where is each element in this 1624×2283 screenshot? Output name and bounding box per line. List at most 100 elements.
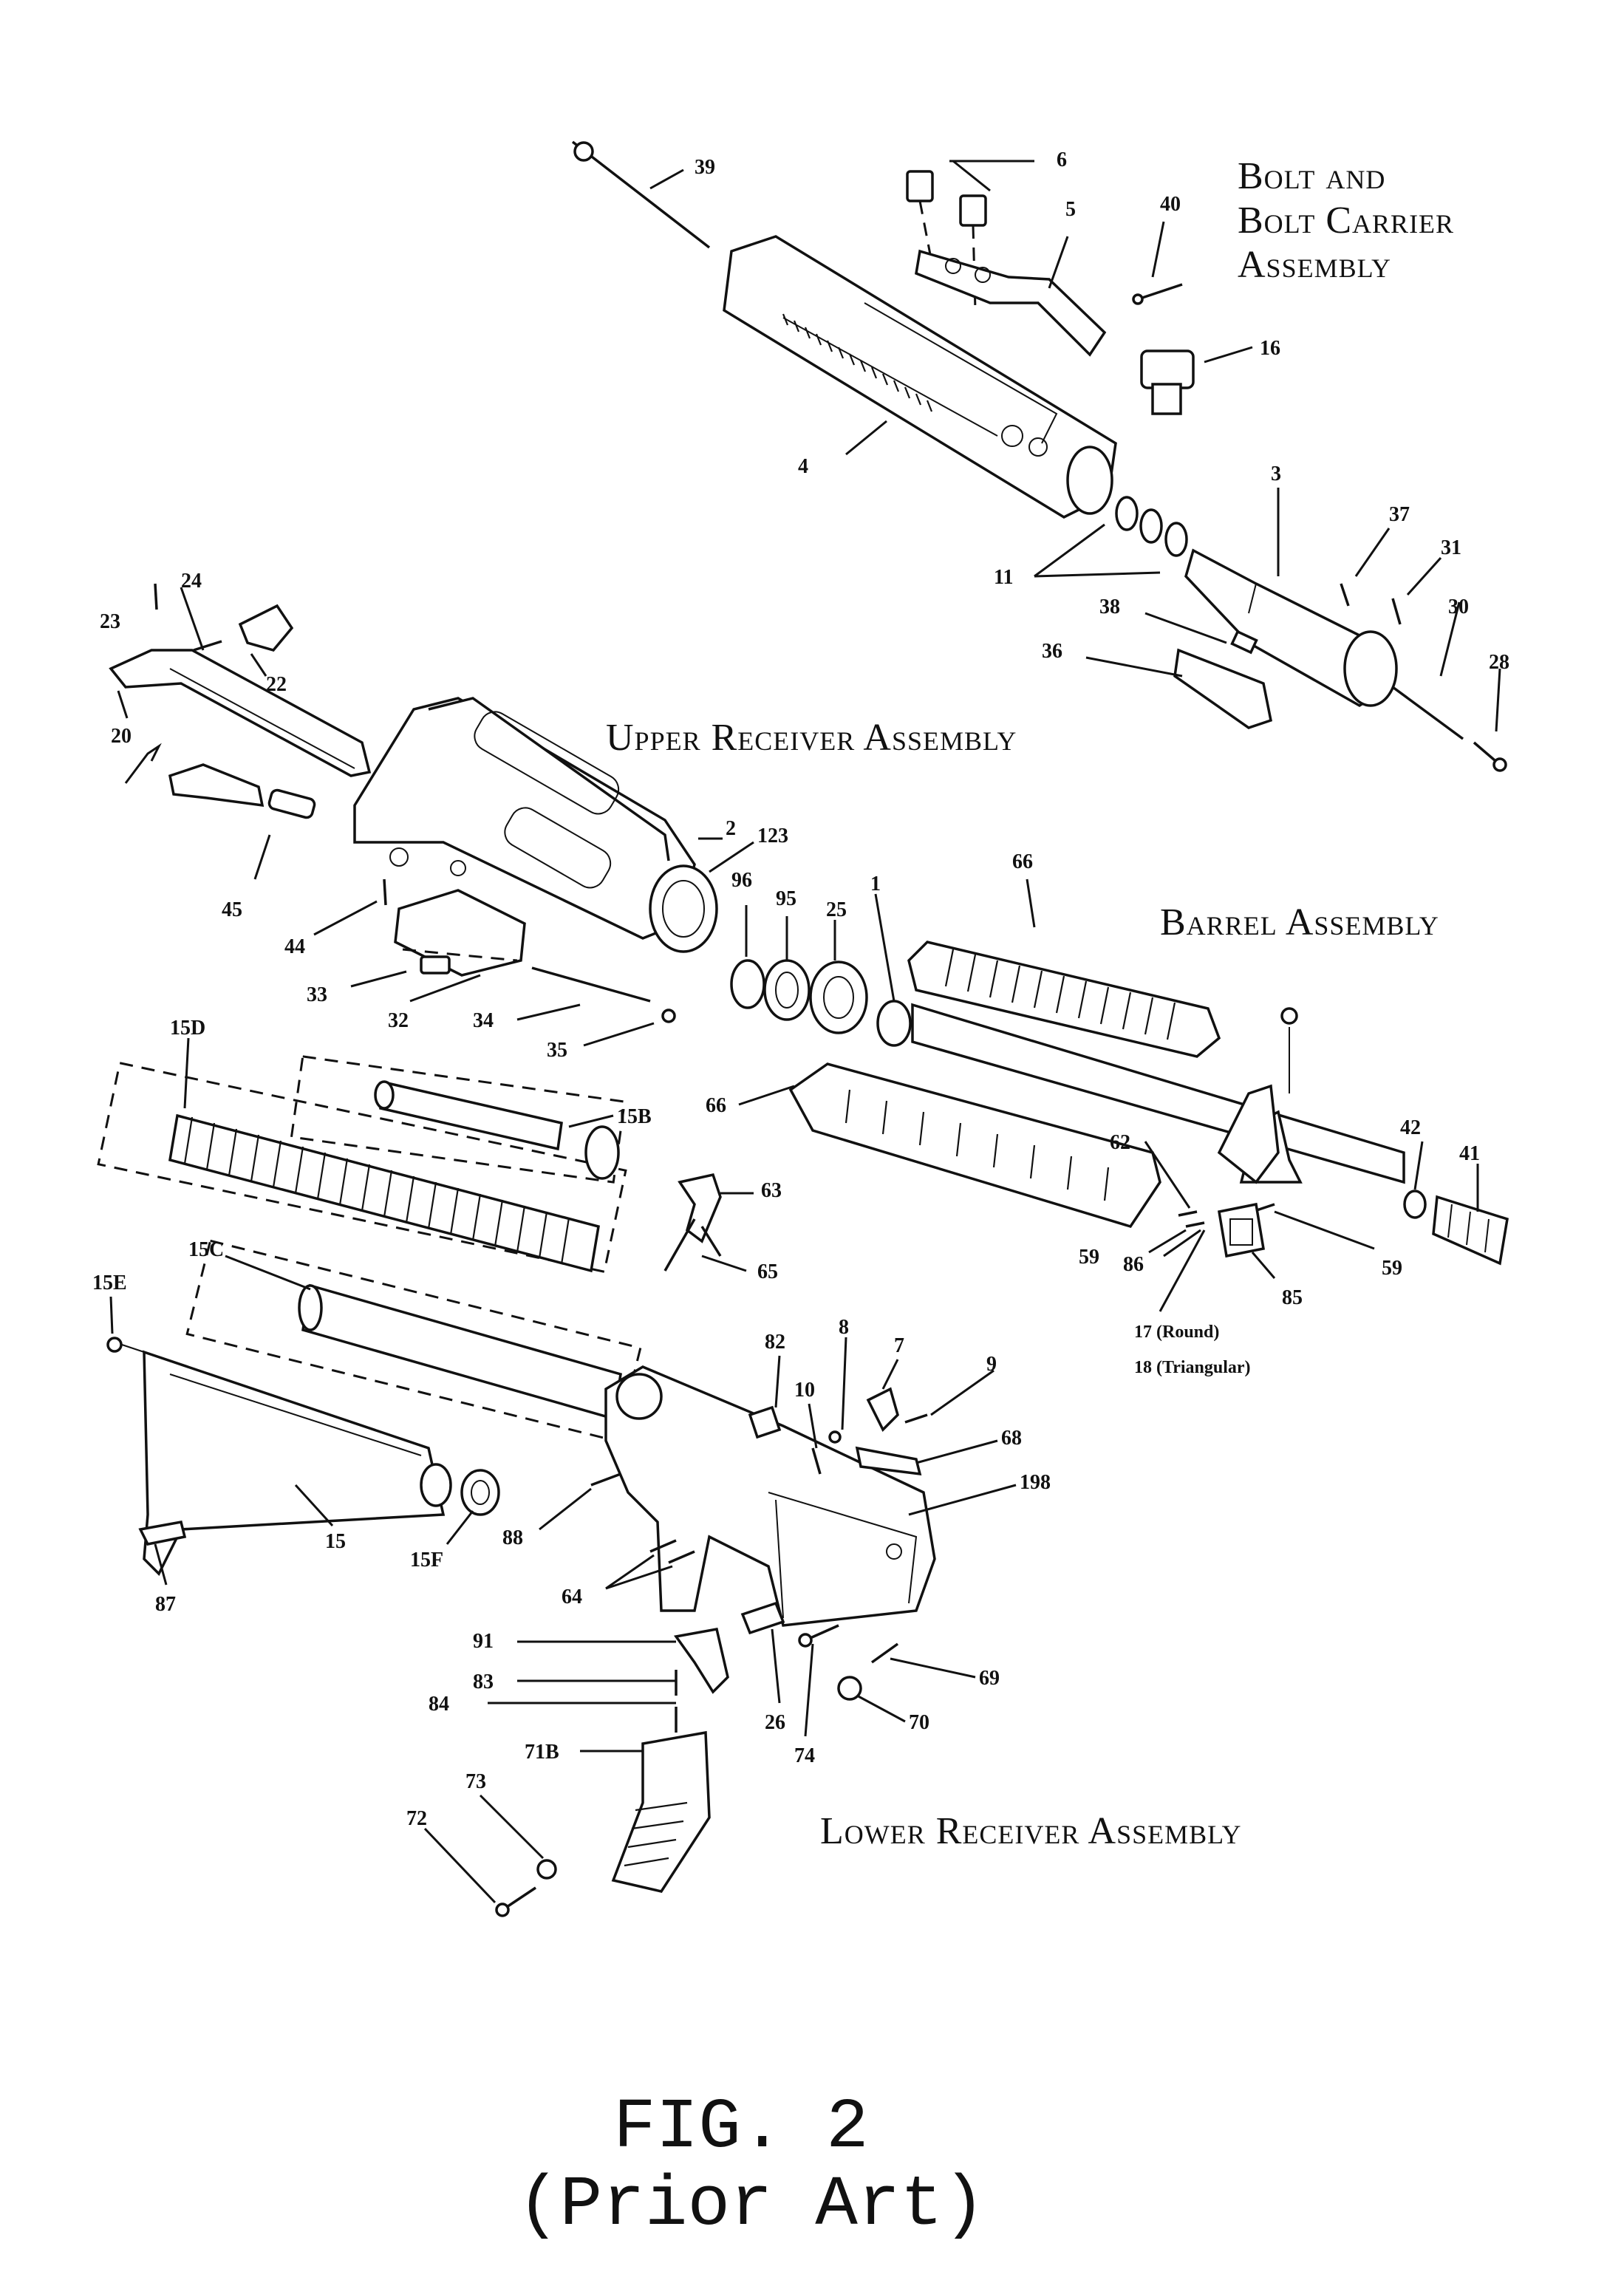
- label-1: 1: [870, 873, 881, 895]
- pin-44: [383, 878, 387, 906]
- bolt-assembly-title-line2: Bolt Carrier: [1238, 199, 1454, 242]
- bolt-extractor-pin-37: [1340, 583, 1350, 607]
- pins-7-8-9-10: [811, 1387, 928, 1475]
- hammer-63: [678, 1173, 722, 1243]
- spring-24: [193, 640, 222, 652]
- label-15F: 15F: [410, 1549, 443, 1572]
- label-59-right: 59: [1382, 1257, 1402, 1280]
- spring-95: [763, 959, 811, 1021]
- pistol-grip-71B: [611, 1730, 711, 1893]
- upper-receiver-2: [353, 697, 718, 953]
- label-9: 9: [986, 1353, 997, 1376]
- label-15D: 15D: [170, 1017, 205, 1040]
- buffer-spring-15D: [97, 1061, 627, 1274]
- label-40: 40: [1160, 193, 1181, 216]
- label-6: 6: [1057, 149, 1067, 171]
- label-15: 15: [325, 1530, 346, 1553]
- upper-receiver-title: Upper Receiver Assembly: [606, 717, 1017, 759]
- receiver-extension-15C: [185, 1239, 642, 1443]
- part-labels: 39 6 5 40 16 4 3 37 31 11 38 30 36 28 23…: [92, 149, 1509, 1830]
- pin-28: [1473, 741, 1507, 772]
- label-66-upper: 66: [1012, 850, 1033, 873]
- label-95: 95: [776, 887, 796, 910]
- pin-88: [590, 1472, 621, 1487]
- label-91: 91: [473, 1630, 494, 1653]
- trigger-91: [673, 1627, 729, 1694]
- bolt-assembly-title-line3: Assembly: [1238, 244, 1391, 286]
- forward-assist-45: [124, 743, 316, 819]
- label-22: 22: [266, 673, 287, 696]
- hinge-rod-34: [531, 966, 651, 1003]
- label-7: 7: [894, 1334, 904, 1357]
- label-8: 8: [839, 1316, 849, 1339]
- hammer-spring-65: [663, 1218, 722, 1272]
- bolt-3: [1184, 548, 1398, 708]
- leader-lines: [109, 160, 1501, 1904]
- label-17-round: 17 (Round): [1134, 1323, 1219, 1342]
- label-25: 25: [826, 898, 847, 921]
- screw-15E: [106, 1337, 145, 1353]
- flash-suppressor-41: [1432, 1195, 1509, 1266]
- delta-ring-25: [809, 960, 868, 1034]
- magazine-catch-button-82: [748, 1405, 782, 1439]
- cam-pin-retaining-pin-40: [1132, 283, 1183, 305]
- label-44: 44: [284, 935, 305, 958]
- label-68: 68: [1001, 1427, 1022, 1450]
- buffer-15B: [290, 1055, 627, 1184]
- extractor-36: [1173, 648, 1273, 729]
- bolt-catch-68: [855, 1446, 922, 1476]
- barrel-assembly-title: Barrel Assembly: [1160, 901, 1439, 943]
- label-85: 85: [1282, 1286, 1303, 1309]
- label-123: 123: [757, 825, 788, 847]
- label-15C: 15C: [188, 1238, 224, 1261]
- label-42: 42: [1400, 1116, 1421, 1139]
- ring-15F: [420, 1463, 500, 1516]
- label-34: 34: [473, 1009, 494, 1032]
- label-45: 45: [222, 898, 242, 921]
- pivot-pin-26: [740, 1601, 785, 1635]
- label-4: 4: [798, 455, 808, 478]
- label-16: 16: [1260, 337, 1280, 360]
- label-23: 23: [100, 610, 120, 633]
- firing-pin-39: [571, 140, 711, 249]
- label-24: 24: [181, 570, 202, 593]
- label-15B: 15B: [617, 1105, 652, 1128]
- label-3: 3: [1271, 463, 1281, 485]
- extractor-spring-38: [1230, 629, 1258, 655]
- label-71B: 71B: [525, 1741, 559, 1764]
- label-41: 41: [1459, 1142, 1480, 1165]
- label-86: 86: [1123, 1253, 1144, 1276]
- lock-washer-73: [536, 1859, 557, 1880]
- label-37: 37: [1389, 503, 1410, 526]
- label-30: 30: [1448, 596, 1469, 618]
- label-35: 35: [547, 1039, 567, 1062]
- label-63: 63: [761, 1179, 782, 1202]
- cam-pin-16: [1140, 349, 1195, 415]
- label-65: 65: [757, 1260, 778, 1283]
- lower-receiver-198: [604, 1365, 936, 1627]
- label-96: 96: [731, 869, 752, 892]
- front-sight-base: [1217, 1007, 1298, 1184]
- nut-70: [837, 1676, 862, 1701]
- label-64: 64: [562, 1586, 582, 1608]
- lower-receiver-title: Lower Receiver Assembly: [820, 1810, 1242, 1852]
- label-66-lower: 66: [706, 1094, 726, 1117]
- roll-pin-23: [154, 583, 158, 610]
- cover-spring-33: [420, 955, 451, 975]
- charging-handle-20: [109, 649, 372, 777]
- retaining-ring-96: [730, 959, 765, 1009]
- grip-screw-72: [495, 1886, 536, 1917]
- label-59-left: 59: [1079, 1246, 1099, 1269]
- label-70: 70: [909, 1711, 929, 1734]
- pins-64: [649, 1539, 695, 1564]
- label-38: 38: [1099, 596, 1120, 618]
- label-82: 82: [765, 1331, 785, 1354]
- bolt-carrier-4: [723, 235, 1117, 519]
- label-39: 39: [695, 156, 715, 179]
- sling-swivel-87: [138, 1520, 187, 1546]
- label-31: 31: [1441, 536, 1461, 559]
- label-11: 11: [994, 566, 1013, 589]
- latch-22: [238, 604, 294, 652]
- carrier-key-5: [915, 249, 1107, 357]
